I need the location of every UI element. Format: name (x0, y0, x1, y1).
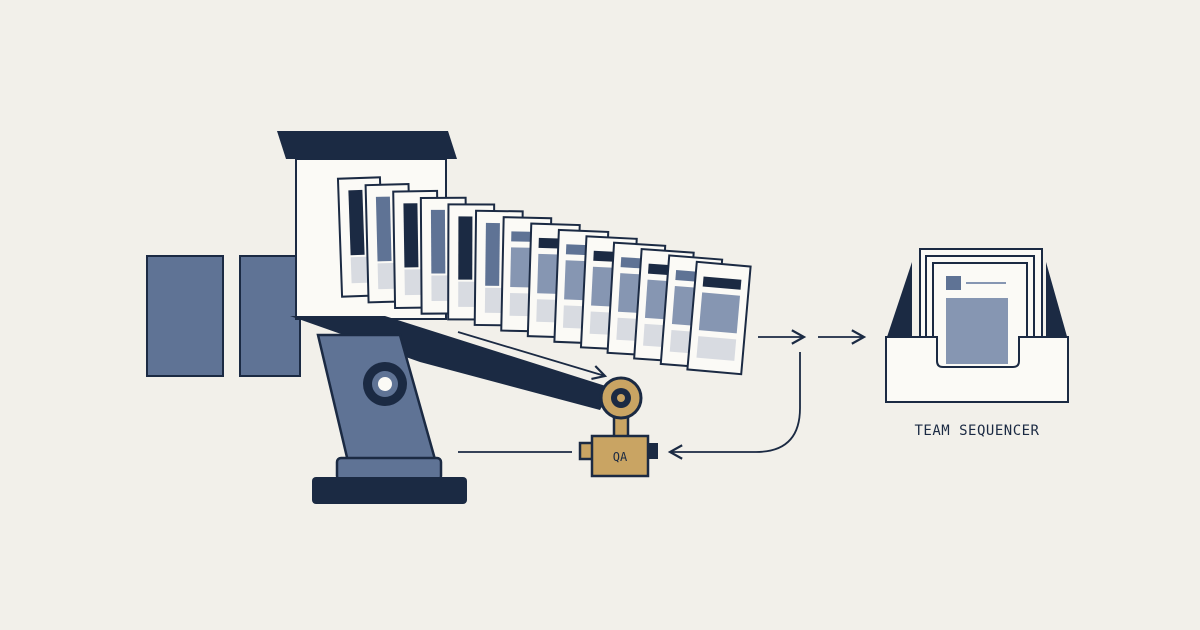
press-roof (277, 131, 457, 159)
feedback-arrow-icon (667, 352, 801, 460)
team-sequencer-label: TEAM SEQUENCER (914, 423, 1039, 439)
document-column-block (375, 196, 392, 262)
tray-doc-thumb (946, 276, 961, 290)
flow-arrows (458, 329, 867, 460)
document-stack (336, 176, 752, 376)
press-foot (335, 456, 443, 482)
document-image-block (698, 292, 741, 334)
document-column-block (403, 203, 419, 268)
press-base (312, 477, 467, 504)
document-header-bar (702, 276, 742, 290)
guide-arrow (457, 331, 608, 381)
tray-doc-image (946, 298, 1008, 364)
document-gray-block (696, 336, 737, 361)
press-pivot-hole (378, 377, 392, 391)
tray-back-left (886, 262, 912, 340)
input-blocks (146, 255, 301, 377)
inbox-tray-icon: TEAM SEQUENCER (885, 248, 1069, 439)
qa-label: QA (613, 450, 628, 464)
document-column-block (485, 222, 500, 286)
document-icon (686, 260, 752, 376)
document-column-block (430, 209, 446, 274)
qa-body (590, 434, 650, 478)
qa-lens-glint (617, 394, 625, 402)
input-block-1 (146, 255, 224, 377)
document-column-block (348, 189, 365, 256)
tray-box (885, 336, 1069, 403)
document-column-block (458, 216, 473, 280)
qa-camera-icon: QA (578, 376, 658, 478)
press-mechanism (290, 316, 612, 504)
tray-back-right (1046, 262, 1068, 340)
